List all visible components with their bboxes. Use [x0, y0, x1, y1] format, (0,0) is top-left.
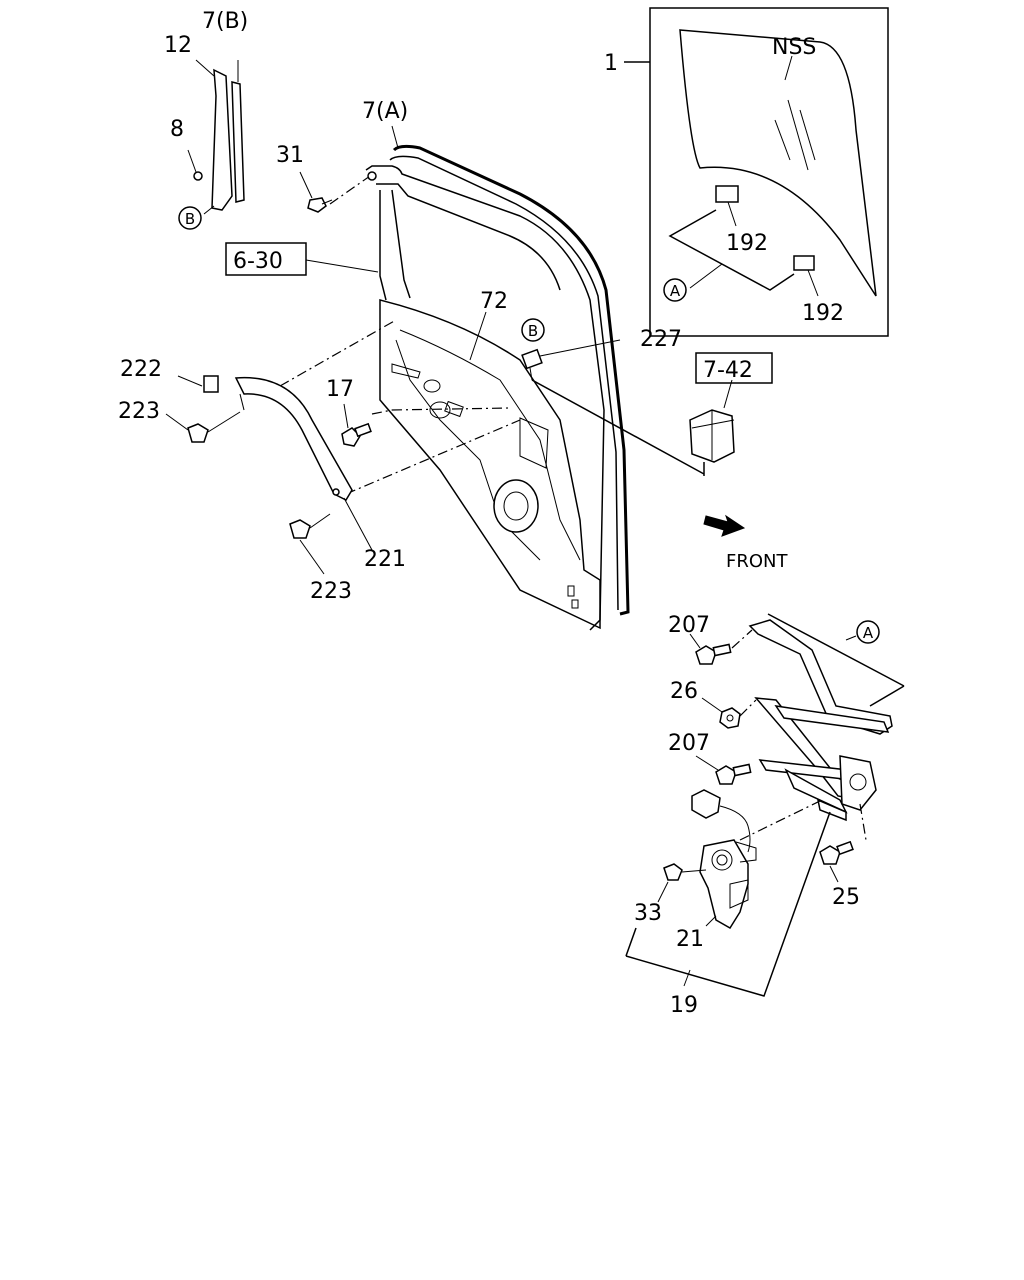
callout-1: 1 [604, 51, 618, 76]
rear-run-channel [187, 59, 245, 215]
callout-7b: 7(B) [202, 9, 248, 34]
callout-192-upper: 192 [726, 231, 768, 256]
ref-a-regulator: A [856, 620, 880, 644]
callout-12: 12 [164, 33, 192, 58]
callout-8: 8 [170, 117, 184, 142]
ref-a-glass-label: A [670, 282, 681, 300]
box-7-42 [695, 352, 773, 384]
callout-192-lower: 192 [802, 301, 844, 326]
callout-26: 26 [670, 679, 698, 704]
callout-221: 221 [364, 547, 406, 572]
glass-inset-box [624, 7, 889, 337]
ref-a-glass: A [663, 278, 687, 302]
clip-227 [521, 339, 705, 475]
door-panel [279, 125, 630, 631]
part-7-42 [689, 379, 735, 476]
callout-33: 33 [634, 901, 662, 926]
lower-sash-channel [165, 375, 373, 575]
callout-6-30: 6-30 [233, 249, 283, 274]
ref-b-rail-label: B [185, 210, 195, 228]
callout-25: 25 [832, 885, 860, 910]
callout-front: FRONT [726, 551, 788, 572]
callout-223-lower: 223 [310, 579, 352, 604]
box-6-30 [225, 242, 307, 276]
callout-31: 31 [276, 143, 304, 168]
front-direction-arrow-icon [703, 514, 746, 537]
ref-b-door: B [521, 318, 545, 342]
callout-19: 19 [670, 993, 698, 1018]
callout-207-upper: 207 [668, 613, 710, 638]
ref-a-regulator-label: A [863, 624, 874, 642]
callout-227: 227 [640, 327, 682, 352]
window-regulator [625, 613, 905, 997]
callout-21: 21 [676, 927, 704, 952]
callout-7-42: 7-42 [703, 358, 753, 383]
ref-b-rail: B [178, 206, 202, 230]
fastener-31 [299, 171, 333, 213]
callout-17: 17 [326, 377, 354, 402]
bolt-17 [341, 403, 372, 447]
callout-223-upper: 223 [118, 399, 160, 424]
ref-b-door-label: B [528, 322, 538, 340]
callout-207-lower: 207 [668, 731, 710, 756]
callout-7a: 7(A) [362, 99, 408, 124]
callout-nss: NSS [772, 35, 816, 60]
callout-72: 72 [480, 289, 508, 314]
callout-222: 222 [120, 357, 162, 382]
